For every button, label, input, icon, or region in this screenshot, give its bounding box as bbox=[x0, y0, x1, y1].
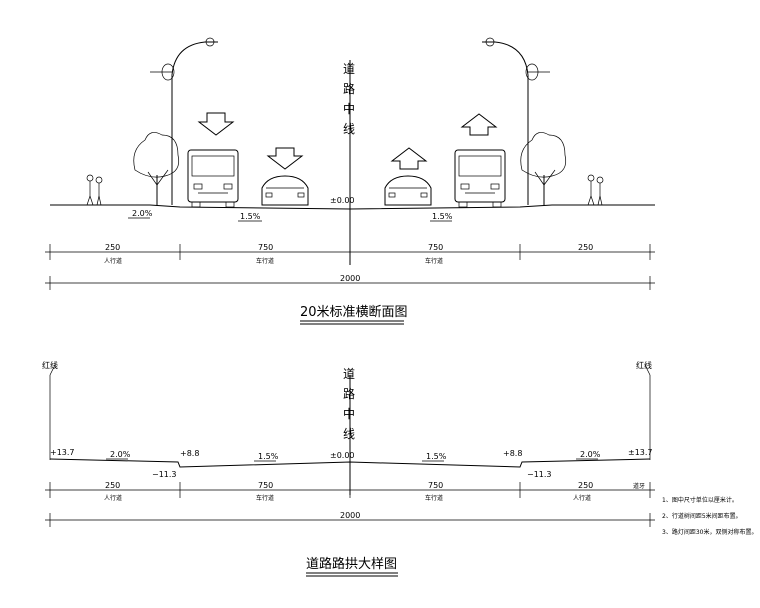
elevation-center: ±0.00 bbox=[330, 196, 355, 205]
pedestrian-right bbox=[587, 174, 604, 206]
street-lamp-left bbox=[150, 37, 218, 205]
total-dimension: 2000 bbox=[340, 274, 360, 283]
centerline-char-1: 道 bbox=[343, 62, 355, 76]
dim-value: 750 bbox=[258, 243, 273, 252]
pedestrian-left bbox=[86, 174, 103, 206]
dimension-row bbox=[45, 244, 655, 260]
camber-dimension-row bbox=[45, 482, 655, 498]
camber-title: 道路路拱大样图 bbox=[306, 556, 397, 572]
dim-label: 车行道 bbox=[425, 257, 443, 265]
centerline-char-2: 路 bbox=[343, 81, 355, 96]
cross-section: 道 路 中 线 ±0.00 2.0% 1.5% 1.5% bbox=[45, 37, 655, 325]
notes: 1、图中尺寸单位以厘米计。 2、行道树间距5米间距布置。 3、路灯间距30米，双… bbox=[662, 496, 757, 536]
centerline-char-3: 中 bbox=[343, 101, 355, 116]
dim-label: 人行道 bbox=[104, 494, 122, 502]
red-line-left-label: 红线 bbox=[42, 360, 58, 370]
slope: 1.5% bbox=[426, 452, 447, 461]
section-title: 20米标准横断面图 bbox=[300, 305, 408, 320]
red-line-right-label: 红线 bbox=[636, 360, 652, 370]
dim-label: 车行道 bbox=[256, 257, 274, 265]
slope: 2.0% bbox=[580, 450, 601, 459]
dim-value: 250 bbox=[105, 481, 120, 490]
centerline-char-4: 线 bbox=[343, 122, 355, 136]
car-left bbox=[261, 175, 309, 206]
slope-left-sidewalk: 2.0% bbox=[132, 209, 153, 218]
arrow-down-icon bbox=[197, 112, 235, 136]
dim-value: 750 bbox=[428, 243, 443, 252]
car-right bbox=[384, 175, 432, 206]
dim-label: 人行道 bbox=[104, 257, 122, 265]
camber-detail: 红线 红线 道 路 中 线 +13.7 ±13.7 +8.8 +8.8 −11.… bbox=[42, 360, 655, 577]
dim-value: 750 bbox=[258, 481, 273, 490]
note: 3、路灯间距30米，双侧对称布置。 bbox=[662, 528, 757, 536]
dim-label: 车行道 bbox=[256, 494, 274, 502]
dim-value: 250 bbox=[578, 243, 593, 252]
slope-right-lane: 1.5% bbox=[432, 212, 453, 221]
edge-label: 道牙 bbox=[633, 482, 645, 490]
tree-left bbox=[133, 132, 180, 205]
slope-left-lane: 1.5% bbox=[240, 212, 261, 221]
arrow-down-icon bbox=[266, 147, 304, 170]
centerline-char-3: 中 bbox=[343, 406, 355, 421]
camber-profile bbox=[49, 458, 651, 468]
centerline-char-4: 线 bbox=[343, 427, 355, 441]
dim-value: 250 bbox=[105, 243, 120, 252]
elev-curb-left: +8.8 bbox=[180, 449, 199, 458]
street-lamp-right bbox=[482, 37, 550, 205]
centerline-char-2: 路 bbox=[343, 386, 355, 401]
elev-gutter-right: −11.3 bbox=[527, 470, 552, 479]
slope: 1.5% bbox=[258, 452, 279, 461]
arrow-up-icon bbox=[390, 147, 428, 170]
elev-center: ±0.00 bbox=[330, 451, 355, 460]
note: 2、行道树间距5米间距布置。 bbox=[662, 512, 742, 520]
centerline-char-1: 道 bbox=[343, 367, 355, 381]
elev-left: +13.7 bbox=[50, 448, 75, 457]
dim-value: 750 bbox=[428, 481, 443, 490]
arrow-up-icon bbox=[460, 113, 498, 136]
dim-value: 250 bbox=[578, 481, 593, 490]
dim-label: 车行道 bbox=[425, 494, 443, 502]
total-dimension: 2000 bbox=[340, 511, 360, 520]
elev-right: ±13.7 bbox=[628, 448, 653, 457]
bus-right bbox=[454, 149, 506, 208]
dim-label: 人行道 bbox=[573, 494, 591, 502]
slope: 2.0% bbox=[110, 450, 131, 459]
tree-right bbox=[520, 132, 567, 205]
bus-left bbox=[187, 149, 239, 208]
elev-curb-right: +8.8 bbox=[503, 449, 522, 458]
note: 1、图中尺寸单位以厘米计。 bbox=[662, 496, 738, 504]
elev-gutter-left: −11.3 bbox=[152, 470, 177, 479]
